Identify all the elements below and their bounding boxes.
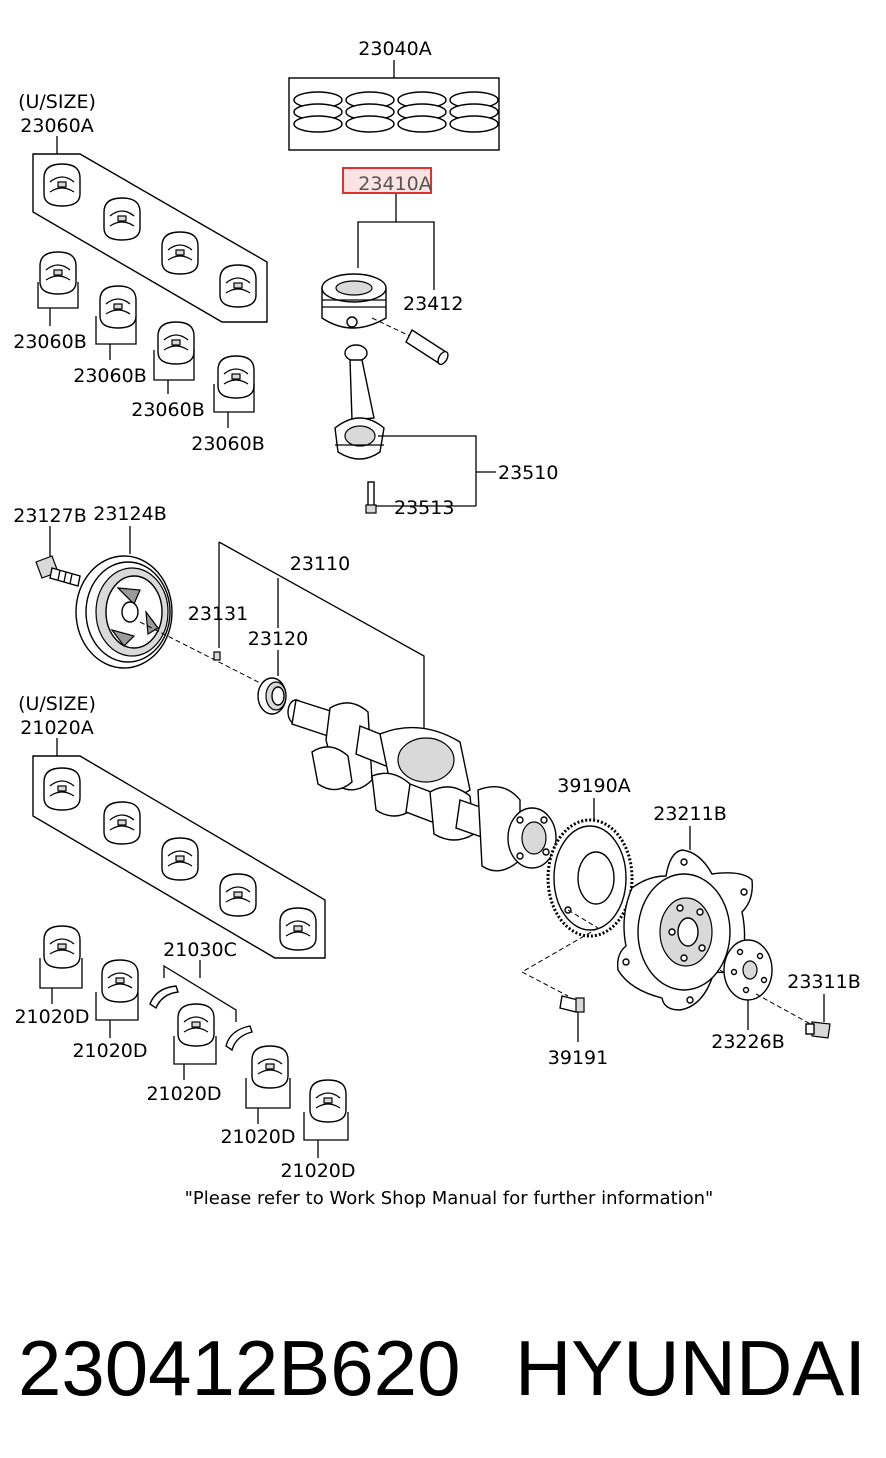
crankshaft[interactable] — [287, 699, 557, 872]
label-23226B: 23226B — [711, 1031, 784, 1053]
label-39191: 39191 — [548, 1047, 608, 1069]
crank-sprocket[interactable] — [257, 677, 287, 715]
label-usize-top: (U/SIZE) — [18, 91, 96, 113]
thrust-washers[interactable] — [149, 985, 253, 1052]
piston-pin[interactable] — [371, 317, 450, 366]
label-23124B: 23124B — [93, 503, 166, 525]
rod-bolt[interactable] — [365, 481, 377, 514]
label-21030C: 21030C — [163, 939, 237, 961]
label-21020D-2: 21020D — [72, 1040, 147, 1062]
label-23412: 23412 — [403, 293, 463, 315]
label-23040A: 23040A — [358, 38, 431, 60]
highlight-box-23410A[interactable] — [342, 167, 432, 194]
label-23211B: 23211B — [653, 803, 726, 825]
footer-brand: HYUNDAI — [515, 1324, 866, 1412]
label-21020D-3: 21020D — [146, 1083, 221, 1105]
label-usize-bottom: (U/SIZE) — [18, 693, 96, 715]
label-23120: 23120 — [248, 628, 308, 650]
manual-note: "Please refer to Work Shop Manual for fu… — [185, 1188, 714, 1209]
pulley-bolt[interactable] — [35, 555, 81, 587]
adapter-plate[interactable] — [723, 939, 773, 1001]
footer-part-number: 230412B620 — [18, 1324, 460, 1412]
label-23060B-3: 23060B — [131, 399, 204, 421]
piston[interactable] — [321, 273, 387, 329]
label-39190A: 39190A — [557, 775, 630, 797]
ring-gear[interactable] — [546, 818, 634, 938]
crank-key[interactable] — [213, 651, 221, 661]
drive-plate[interactable] — [616, 849, 753, 1011]
label-23060B-2: 23060B — [73, 365, 146, 387]
label-23513: 23513 — [394, 497, 454, 519]
label-21020A: 21020A — [20, 717, 93, 739]
label-23127B: 23127B — [13, 505, 86, 527]
upper-bearing-panel[interactable] — [32, 153, 268, 323]
plate-bolt[interactable] — [805, 1021, 831, 1039]
label-23131: 23131 — [188, 603, 248, 625]
label-23060A: 23060A — [20, 115, 93, 137]
label-23510: 23510 — [498, 462, 558, 484]
label-21020D-1: 21020D — [14, 1006, 89, 1028]
ring-gear-bolt[interactable] — [559, 995, 585, 1013]
label-23060B-4: 23060B — [191, 433, 264, 455]
label-23410A: 23410A — [358, 173, 431, 195]
piston-ring-set[interactable] — [288, 77, 500, 151]
label-21020D-4: 21020D — [220, 1126, 295, 1148]
label-23060B-1: 23060B — [13, 331, 86, 353]
label-21020D-5: 21020D — [280, 1160, 355, 1182]
label-23311B: 23311B — [787, 971, 860, 993]
crankshaft-pulley[interactable] — [75, 555, 173, 669]
label-23110: 23110 — [290, 553, 350, 575]
connecting-rod[interactable] — [334, 344, 385, 460]
